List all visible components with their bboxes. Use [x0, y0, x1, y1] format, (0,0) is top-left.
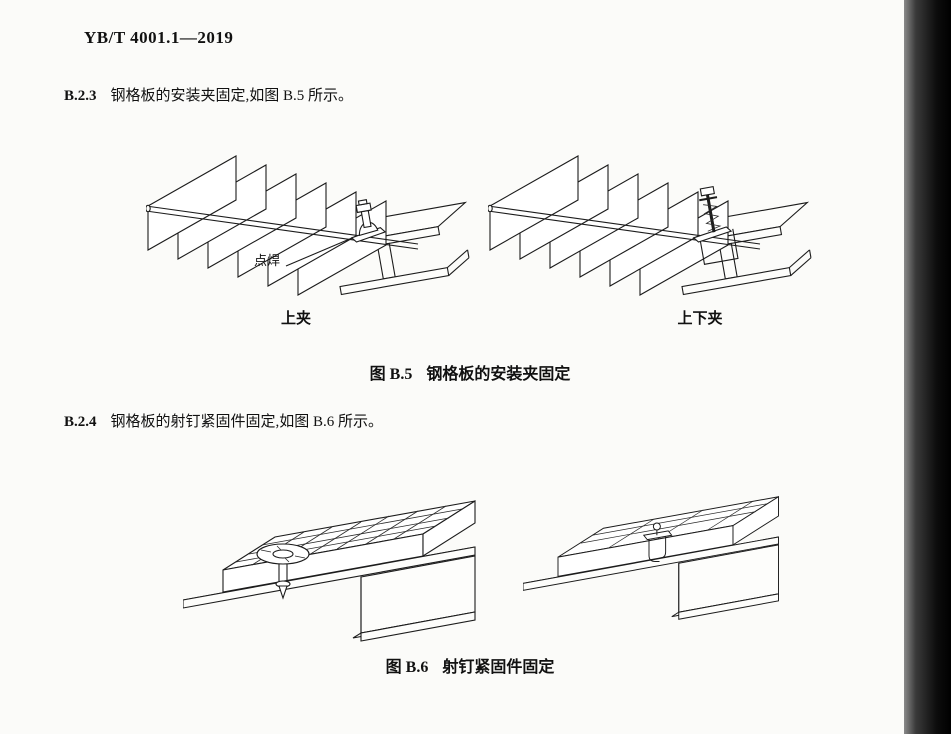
figure-b6-shot-pin-drawing — [183, 499, 476, 642]
sub-label-top-bottom-clamp: 上下夹 — [677, 311, 723, 327]
sub-label-top-clamp: 上夹 — [280, 311, 312, 327]
top-bottom-clamp — [692, 186, 739, 265]
figure-b5-caption-text: 钢格板的安装夹固定 — [426, 366, 571, 383]
clause-b24-number: B.2.4 — [64, 414, 97, 430]
clause-b23-number: B.2.3 — [64, 88, 97, 104]
standard-number-header: YB/T 4001.1—2019 — [84, 28, 234, 47]
figure-b6-caption-label: 图 B.6 — [385, 659, 429, 676]
grating-bars — [147, 155, 387, 296]
cross-rod — [146, 204, 419, 250]
clause-b23-text: 钢格板的安装夹固定,如图 B.5 所示。 — [110, 88, 354, 104]
i-beam — [183, 546, 476, 642]
figure-b5-top-clamp-drawing — [146, 155, 470, 296]
clause-b24: B.2.4 钢格板的射钉紧固件固定,如图 B.6 所示。 — [64, 410, 383, 431]
figure-b5-top-bottom-clamp-drawing — [488, 155, 812, 296]
scan-edge-shadow — [904, 0, 951, 734]
clause-b24-text: 钢格板的射钉紧固件固定,如图 B.6 所示。 — [110, 414, 384, 430]
weld-leader-line — [285, 237, 353, 267]
i-beam — [523, 536, 779, 620]
clause-b23: B.2.3 钢格板的安装夹固定,如图 B.5 所示。 — [64, 84, 353, 105]
figure-b5-caption-label: 图 B.5 — [369, 366, 413, 383]
figure-b6-clip-fastener-drawing — [523, 495, 779, 620]
install-clamp — [350, 199, 387, 243]
figure-b6-caption-text: 射钉紧固件固定 — [442, 659, 555, 676]
clip-fastener — [642, 522, 673, 562]
figure-b6-caption: 图 B.6 射钉紧固件固定 — [0, 653, 940, 677]
figure-b5-caption: 图 B.5 钢格板的安装夹固定 — [0, 360, 940, 384]
cross-rod — [488, 204, 761, 250]
weld-annotation: 点焊 — [254, 253, 281, 268]
grating-panel — [557, 495, 779, 577]
shot-pin-fastener — [256, 543, 310, 600]
grating-bars — [489, 155, 729, 296]
